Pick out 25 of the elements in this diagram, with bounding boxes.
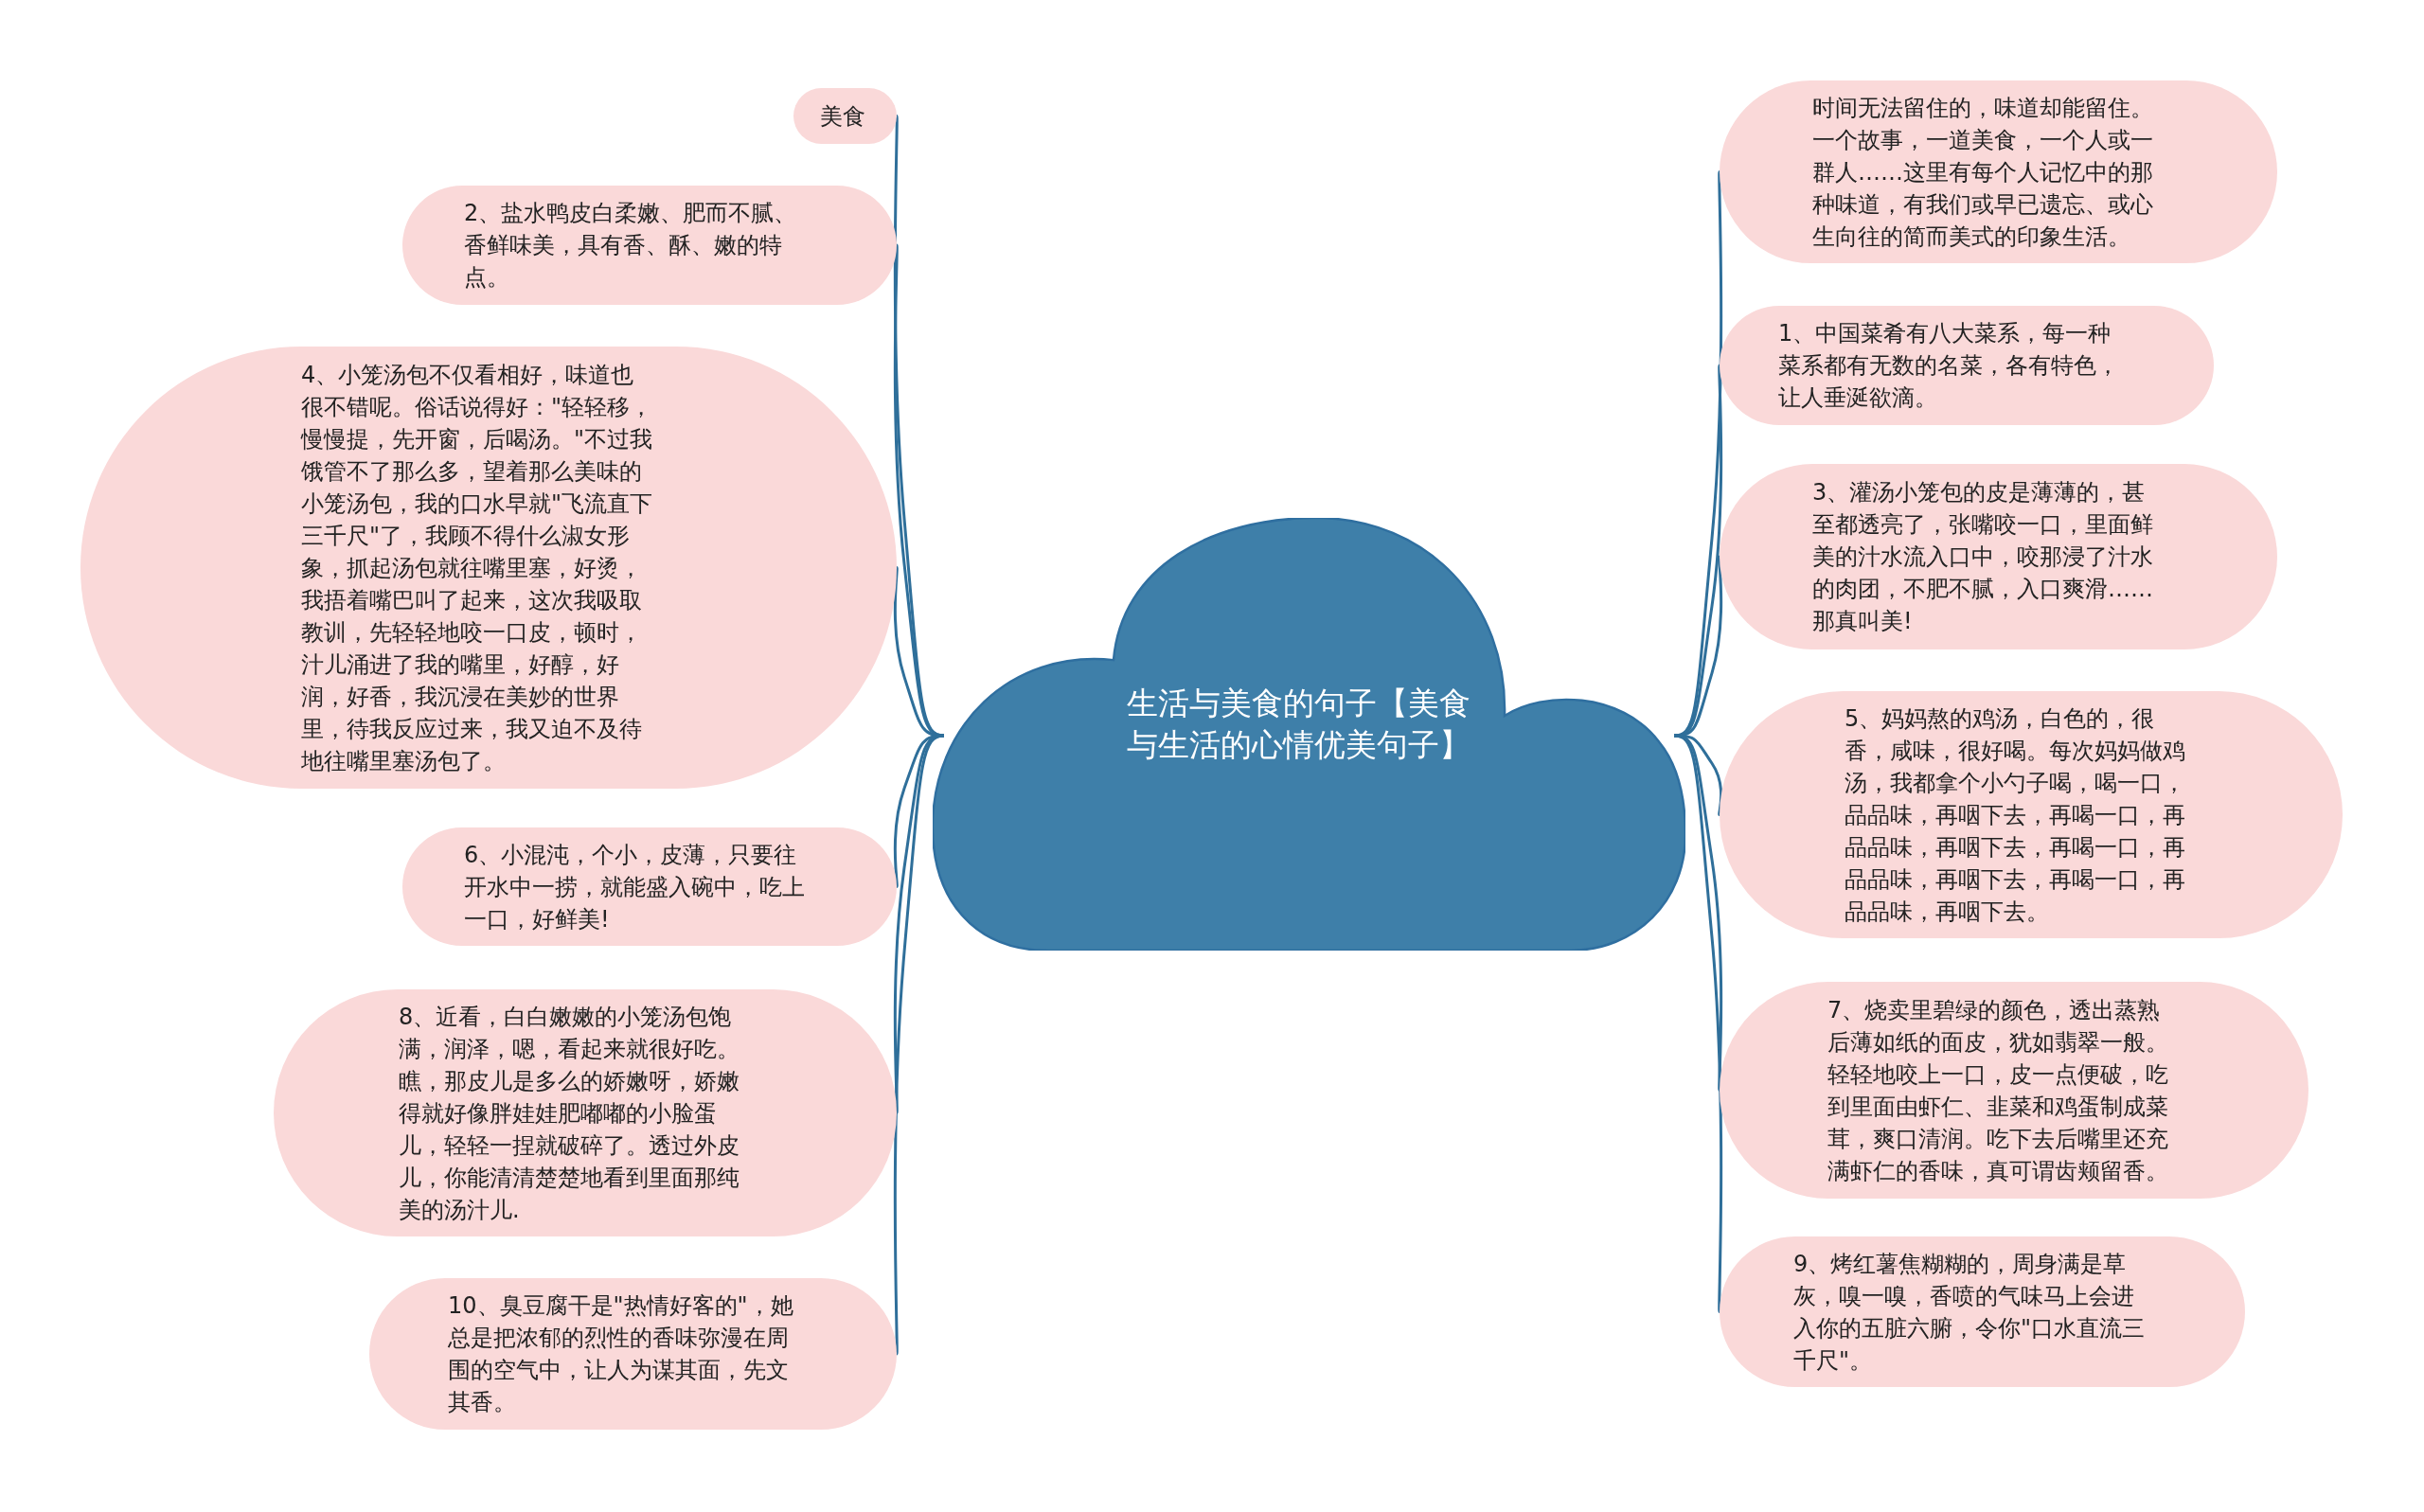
topic-text: 6、小混沌，个小，皮薄，只要往开水中一捞，就能盛入碗中，吃上一口，好鲜美! — [464, 840, 806, 934]
topic-text: 5、妈妈熬的鸡汤，白色的，很香，咸味，很好喝。每次妈妈做鸡汤，我都拿个小勺子喝，喝一口，品品味，再咽下去，再喝一口，再品品味，再咽下去，再喝一口，再品品味，再咽下去，再喝一口，再品品味，再咽下去。 — [1845, 703, 2186, 927]
topic-bubble — [1720, 464, 2277, 649]
topic-bubble — [1720, 80, 2277, 263]
topic-bubble — [793, 88, 897, 144]
topic-text: 美食 — [820, 101, 865, 132]
topic-text: 2、盐水鸭皮白柔嫩、肥而不腻、香鲜味美，具有香、酥、嫩的特点。 — [464, 199, 798, 293]
central-topic-text: 生活与美食的句子【美食与生活的心情优美句子】 — [1127, 684, 1471, 765]
topic-bubble — [1720, 1236, 2245, 1387]
topic-bubble — [1720, 691, 2343, 938]
topic-bubble — [402, 186, 897, 305]
topic-text: 3、灌汤小笼包的皮是薄薄的，甚至都透亮了，张嘴咬一口，里面鲜美的汁水流入口中，咬那浸了汁水的肉团，不肥不腻，入口爽滑……那真叫美! — [1812, 478, 2154, 636]
topic-text: 4、小笼汤包不仅看相好，味道也很不错呢。俗话说得好："轻轻移，慢慢提，先开窗，后喝汤。"不过我饿管不了那么多，望着那么美味的小笼汤包，我的口水早就"飞流直下三千尺"了，我顾不得什么淑女形象，抓起汤包就往嘴里塞，好烫，我捂着嘴巴叫了起来，这次我吸取教训，先轻轻地咬一口皮，顿时，汁儿涌进了我的嘴里，好醇，好润，好香，我沉浸在美妙的世界里，待我反应过来，我又迫不及待地往嘴里塞汤包了。 — [301, 360, 653, 776]
topic-text: 1、中国菜肴有八大菜系，每一种菜系都有无数的名菜，各有特色，让人垂涎欲滴。 — [1778, 319, 2120, 413]
topic-bubble — [402, 827, 897, 946]
topic-bubble — [1720, 982, 2308, 1199]
topic-text: 时间无法留住的，味道却能留住。一个故事，一道美食，一个人或一群人……这里有每个人记忆中的那种味道，有我们或早已遗忘、或心生向往的简而美式的印象生活。 — [1812, 93, 2154, 252]
topic-text: 9、烤红薯焦糊糊的，周身满是草灰，嗅一嗅，香喷的气味马上会进入你的五脏六腑，令你"口水直流三千尺"。 — [1793, 1249, 2146, 1376]
topic-text: 7、烧卖里碧绿的颜色，透出蒸熟后薄如纸的面皮，犹如翡翠一般。轻轻地咬上一口，皮一点便破，吃到里面由虾仁、韭菜和鸡蛋制成菜茸，爽口清润。吃下去后嘴里还充满虾仁的香味，真可谓齿颊留香。 — [1827, 995, 2169, 1186]
topic-bubble — [1720, 306, 2214, 425]
topic-text: 8、近看，白白嫩嫩的小笼汤包饱满，润泽，嗯，看起来就很好吃。瞧，那皮儿是多么的娇嫩呀，娇嫩得就好像胖娃娃肥嘟嘟的小脸蛋儿，轻轻一捏就破碎了。透过外皮儿，你能清清楚楚地看到里面那纯美的汤汁儿. — [399, 1002, 740, 1225]
topic-bubble — [274, 989, 897, 1236]
topic-text: 10、臭豆腐干是"热情好客的"，她总是把浓郁的烈性的香味弥漫在周围的空气中，让人为谋其面，先文其香。 — [448, 1291, 794, 1417]
topic-bubble — [369, 1278, 897, 1430]
topic-bubble — [80, 347, 897, 789]
